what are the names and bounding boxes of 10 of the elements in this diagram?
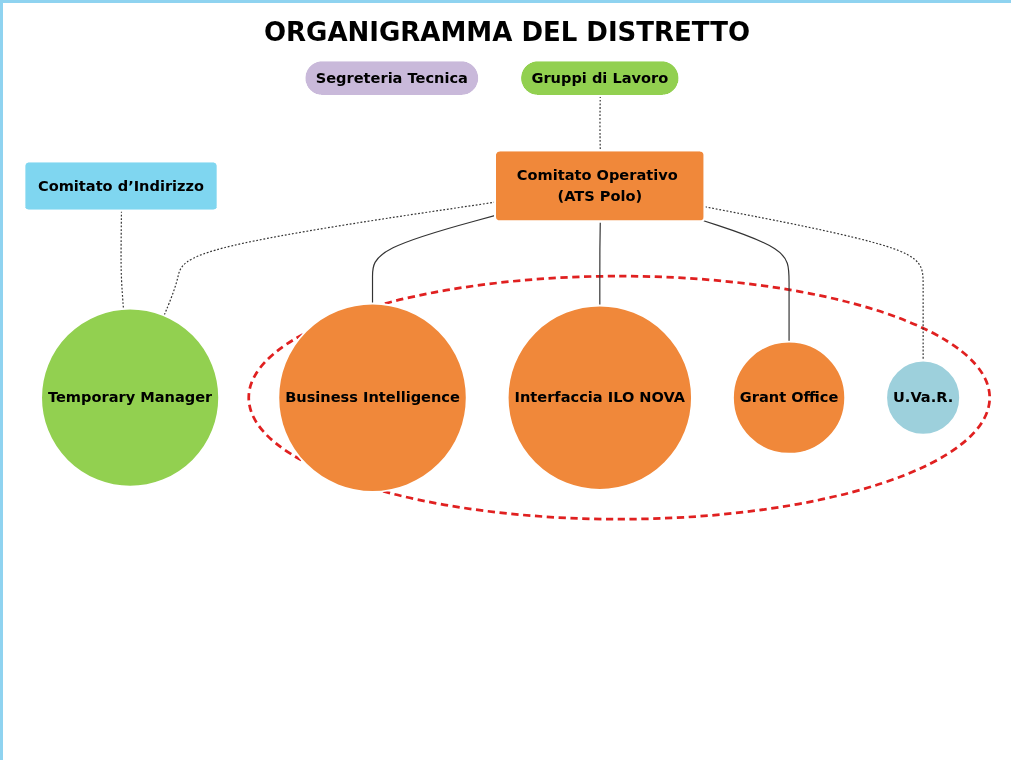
connector	[599, 95, 601, 152]
node-circle: Business Intelligence	[277, 302, 468, 493]
connector	[599, 221, 601, 307]
node-circle: Grant Office	[732, 340, 847, 455]
node-circle: Interfaccia ILO NOVA	[506, 304, 693, 491]
node-circle: Temporary Manager	[40, 307, 221, 488]
connector	[120, 210, 125, 310]
node-circle: U.Va.R.	[885, 359, 961, 436]
diagram-title: ORGANIGRAMMA DEL DISTRETTO	[263, 17, 751, 47]
connector	[703, 220, 790, 343]
